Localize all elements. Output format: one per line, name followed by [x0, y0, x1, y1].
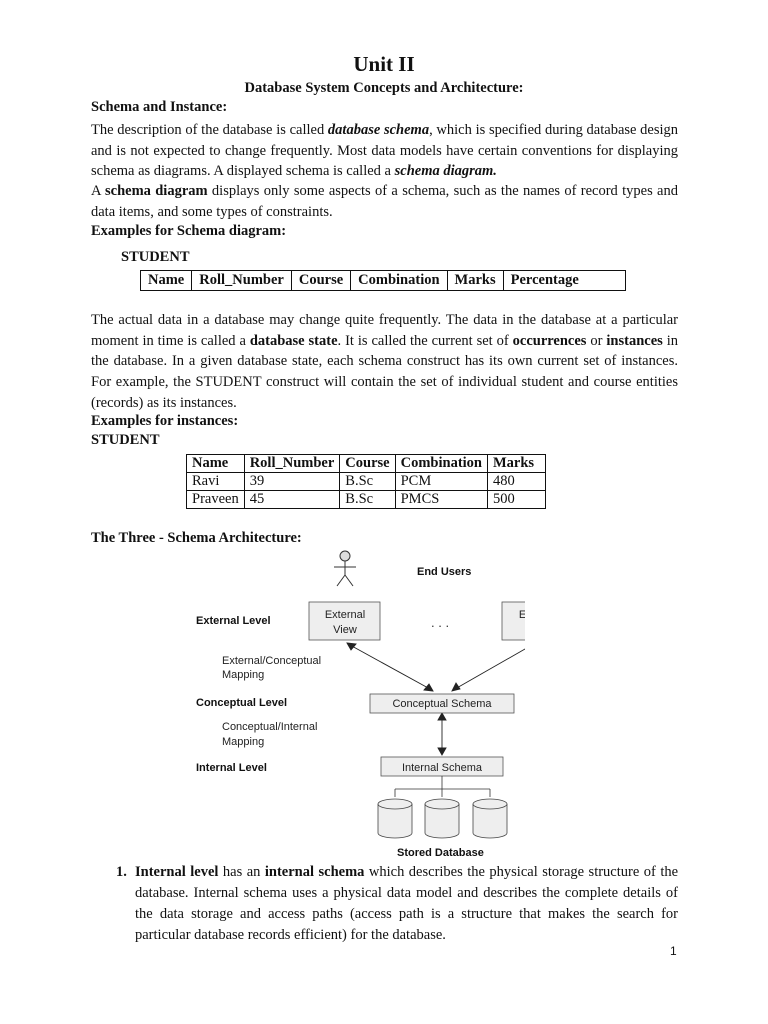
page-title: Unit II [353, 52, 415, 76]
database-cylinder-icon [424, 798, 460, 839]
page-number: 1 [670, 944, 677, 958]
term-internal-level: Internal level [135, 864, 219, 880]
label-student-instances: STUDENT [91, 432, 160, 448]
schema-cell: Course [290, 270, 352, 291]
heading-three-schema: The Three - Schema Architecture: [91, 530, 302, 546]
three-schema-diagram: End Users External Level External/Concep… [196, 550, 525, 859]
page-subtitle: Database System Concepts and Architectur… [244, 80, 524, 96]
table-row: Name Roll_Number Course Combination Mark… [139, 270, 626, 291]
text-run: . It is called the current set of [337, 332, 509, 349]
column-header: Name [186, 454, 245, 473]
paragraph-schema-diagram: A schema diagram displays only some aspe… [91, 181, 678, 222]
table-cell: 39 [243, 472, 341, 491]
term-occurrences: occurrences [512, 332, 587, 349]
levels-list: 1. Internal level has an internal schema… [91, 862, 678, 946]
svg-text:External: External [519, 609, 525, 621]
table-cell: Praveen [186, 490, 245, 509]
table-row: Ravi 39 B.Sc PCM 480 [186, 472, 547, 491]
table-cell: B.Sc [339, 490, 396, 509]
svg-text:Internal Schema: Internal Schema [402, 762, 483, 774]
table-row: Praveen 45 B.Sc PMCS 500 [186, 490, 547, 509]
table-cell: 500 [486, 490, 547, 509]
label-student-schema: STUDENT [121, 249, 190, 265]
ellipsis-label: . . . [431, 615, 449, 630]
table-cell: PMCS [394, 490, 489, 509]
term-internal-schema: internal schema [264, 864, 365, 880]
text-run: in the database. In a given database sta… [91, 332, 678, 411]
internal-level-label: Internal Level [196, 762, 267, 774]
list-item: 1. Internal level has an internal schema… [91, 862, 678, 946]
heading-schema-instance: Schema and Instance: [91, 99, 228, 115]
text-run: or [590, 332, 603, 349]
table-cell: Ravi [186, 472, 245, 491]
paragraph-database-state: The actual data in a database may change… [91, 310, 678, 414]
text-run: which describes the physical storage str… [135, 864, 679, 943]
table-cell: PCM [394, 472, 489, 491]
column-header: Marks [486, 454, 547, 473]
stored-database-label: Stored Database [397, 847, 484, 859]
text-run: has an [222, 864, 261, 880]
database-connectors [394, 776, 491, 797]
svg-text:Conceptual Schema: Conceptual Schema [392, 698, 492, 710]
mapping-label: Mapping [222, 736, 264, 748]
schema-table: Name Roll_Number Course Combination Mark… [139, 270, 626, 291]
list-number: 1. [116, 864, 127, 880]
external-level-label: External Level [196, 615, 271, 627]
svg-text:External: External [325, 609, 365, 621]
table-header-row: Name Roll_Number Course Combination Mark… [186, 454, 547, 473]
ext-conceptual-mapping-label: External/Conceptual [222, 655, 321, 667]
schema-cell: Combination [350, 270, 448, 291]
instances-table: Name Roll_Number Course Combination Mark… [186, 454, 547, 509]
end-users-label: End Users [417, 566, 471, 578]
schema-cell: Percentage [502, 270, 626, 291]
mapping-label: Mapping [222, 669, 264, 681]
term-database-schema: database schema [327, 122, 430, 138]
text-run: The actual data in a database may change… [91, 312, 678, 349]
conc-internal-mapping-label: Conceptual/Internal [222, 721, 317, 733]
database-cylinder-icon [472, 798, 508, 839]
database-cylinder-icon [377, 798, 413, 839]
text-run: displays only some aspects of a schema, … [91, 183, 678, 220]
term-schema-diagram-bold: schema diagram [105, 183, 208, 199]
stick-figure-left-icon [334, 550, 356, 587]
column-header: Combination [394, 454, 489, 473]
external-view-box-left: External View [308, 601, 381, 641]
schema-cell: Roll_Number [191, 270, 292, 291]
arrows [346, 642, 525, 756]
heading-examples-schema: Examples for Schema diagram: [91, 223, 287, 239]
term-instances: instances [606, 332, 663, 349]
text-run: , which is specified during database des… [91, 122, 679, 180]
term-schema-diagram: schema diagram. [394, 163, 497, 180]
table-cell: B.Sc [339, 472, 396, 491]
schema-cell: Name [139, 270, 193, 291]
svg-text:View: View [333, 624, 357, 636]
column-header: Roll_Number [243, 454, 341, 473]
internal-schema-box: Internal Schema [380, 756, 504, 777]
external-view-box-right: External View [501, 601, 525, 641]
text-run: A [91, 183, 101, 199]
paragraph-schema-definition: The description of the database is calle… [91, 120, 678, 182]
column-header: Course [339, 454, 396, 473]
text-run: The description of the database is calle… [91, 122, 325, 138]
heading-examples-instances: Examples for instances: [91, 413, 239, 429]
conceptual-level-label: Conceptual Level [196, 697, 287, 709]
table-cell: 45 [243, 490, 341, 509]
term-database-state: database state [249, 332, 338, 349]
table-cell: 480 [486, 472, 547, 491]
schema-cell: Marks [446, 270, 504, 291]
conceptual-schema-box: Conceptual Schema [369, 693, 515, 714]
